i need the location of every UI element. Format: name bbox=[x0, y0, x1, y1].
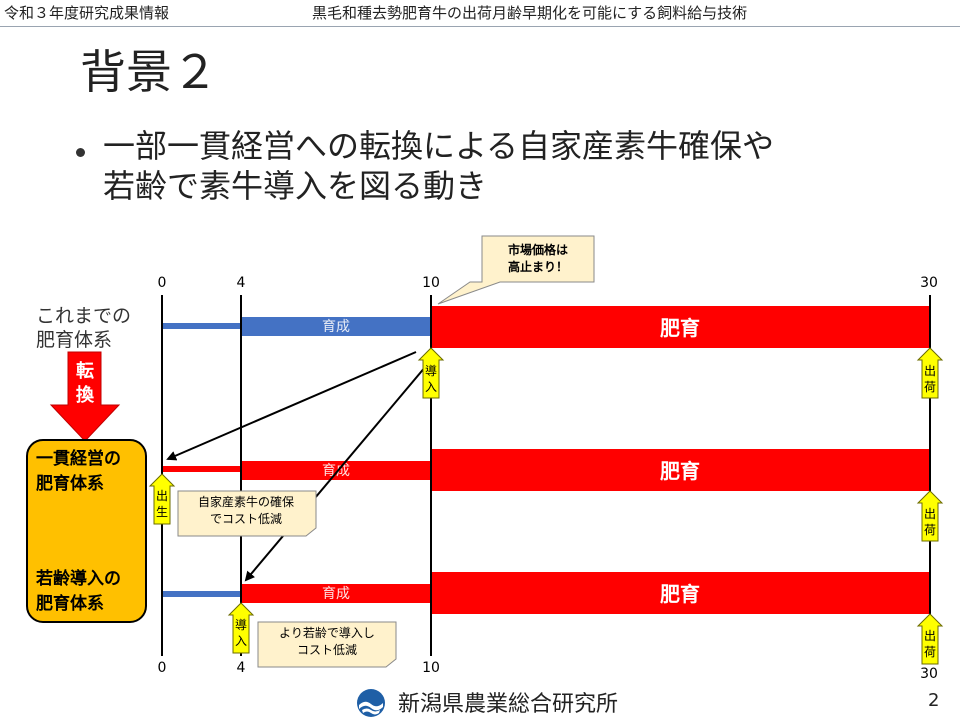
tick-top-30: 30 bbox=[920, 275, 938, 291]
row2-birth-char1: 出 bbox=[156, 489, 168, 503]
bullet-text: 一部一貫経営への転換による自家産素牛確保や 若齢で素牛導入を図る動き bbox=[103, 126, 923, 206]
row2-ship-char1: 出 bbox=[924, 507, 936, 521]
row2-ship-char2: 荷 bbox=[924, 523, 936, 537]
young-intro-callout bbox=[257, 621, 397, 668]
row3-fattening-label: 肥育 bbox=[660, 582, 700, 606]
row3-intro-marker-icon bbox=[227, 602, 255, 654]
row2-birth-char2: 生 bbox=[156, 505, 168, 519]
row2-fattening-label: 肥育 bbox=[660, 459, 700, 483]
row1-pre-line bbox=[162, 323, 241, 329]
tick-bottom-10: 10 bbox=[422, 660, 440, 676]
row2-rearing-label: 育成 bbox=[322, 463, 350, 479]
header-divider bbox=[0, 26, 960, 27]
bullet-line-2: 若齢で素牛導入を図る動き bbox=[103, 167, 488, 205]
young-line2: 肥育体系 bbox=[36, 593, 104, 614]
row1-intro-char1: 導 bbox=[425, 364, 437, 378]
row3-ship-marker-icon bbox=[916, 613, 944, 665]
self-callout-line1: 自家産素牛の確保 bbox=[198, 494, 294, 509]
header-right: 黒毛和種去勢肥育牛の出荷月齢早期化を可能にする飼料給与技術 bbox=[312, 4, 748, 22]
row2-pre-line bbox=[162, 466, 241, 472]
self-produced-callout bbox=[177, 490, 317, 537]
tick-bottom-4: 4 bbox=[237, 660, 246, 676]
bullet-line-1: 一部一貫経営への転換による自家産素牛確保や bbox=[103, 127, 775, 165]
self-callout-line2: でコスト低減 bbox=[210, 511, 282, 526]
row1-ship-char1: 出 bbox=[924, 364, 936, 378]
convert-char-1: 転 bbox=[76, 360, 94, 382]
header-left: 令和３年度研究成果情報 bbox=[4, 4, 170, 22]
row3-intro-char1: 導 bbox=[235, 618, 247, 632]
institute-logo-icon bbox=[357, 689, 385, 717]
row2-birth-marker-icon bbox=[148, 473, 176, 525]
tick-bottom-0: 0 bbox=[158, 660, 167, 676]
tick-top-10: 10 bbox=[422, 275, 440, 291]
row2-fattening-bar bbox=[431, 449, 930, 491]
row2-ship-marker-icon bbox=[916, 490, 944, 542]
row3-ship-char1: 出 bbox=[924, 629, 936, 643]
row2-rearing-bar bbox=[241, 461, 431, 480]
row1-rearing-bar bbox=[241, 317, 431, 336]
row3-rearing-bar bbox=[241, 584, 431, 603]
row1-fattening-label: 肥育 bbox=[660, 316, 700, 340]
old-system-line2: 肥育体系 bbox=[36, 329, 112, 351]
arrow-to-young bbox=[244, 365, 427, 582]
market-callout-line1: 市場価格は bbox=[508, 242, 568, 257]
young-callout-line1: より若齢で導入し bbox=[279, 625, 375, 640]
row3-pre-line bbox=[162, 591, 241, 597]
row1-intro-marker-icon bbox=[417, 347, 445, 399]
row1-ship-marker-icon bbox=[916, 347, 944, 399]
tick-top-0: 0 bbox=[158, 275, 167, 291]
old-system-line1: これまでの bbox=[36, 305, 131, 327]
convert-arrow-icon bbox=[49, 351, 121, 442]
row3-ship-char2: 荷 bbox=[924, 645, 936, 659]
convert-char-2: 換 bbox=[76, 384, 95, 406]
footer-organization: 新潟県農業総合研究所 bbox=[398, 692, 619, 717]
slide-title: 背景２ bbox=[80, 45, 218, 99]
row1-rearing-label: 育成 bbox=[322, 319, 350, 335]
row1-fattening-bar bbox=[431, 306, 930, 348]
market-price-callout bbox=[437, 235, 595, 305]
young-callout-line2: コスト低減 bbox=[297, 642, 357, 657]
row3-fattening-bar bbox=[431, 572, 930, 614]
integrated-line2: 肥育体系 bbox=[36, 473, 104, 494]
row3-intro-char2: 入 bbox=[235, 634, 247, 648]
bullet-dot bbox=[76, 148, 85, 157]
new-systems-box bbox=[26, 439, 147, 623]
tick-bottom-30: 30 bbox=[920, 666, 938, 682]
young-line1: 若齢導入の bbox=[35, 568, 121, 589]
page-number: 2 bbox=[928, 690, 940, 711]
arrow-to-integrated bbox=[166, 351, 417, 461]
integrated-line1: 一貫経営の bbox=[36, 448, 121, 469]
row3-rearing-label: 育成 bbox=[322, 586, 350, 602]
tick-top-4: 4 bbox=[237, 275, 246, 291]
market-callout-line2: 高止まり！ bbox=[508, 259, 568, 274]
row1-ship-char2: 荷 bbox=[924, 380, 936, 394]
row1-intro-char2: 入 bbox=[425, 380, 437, 394]
